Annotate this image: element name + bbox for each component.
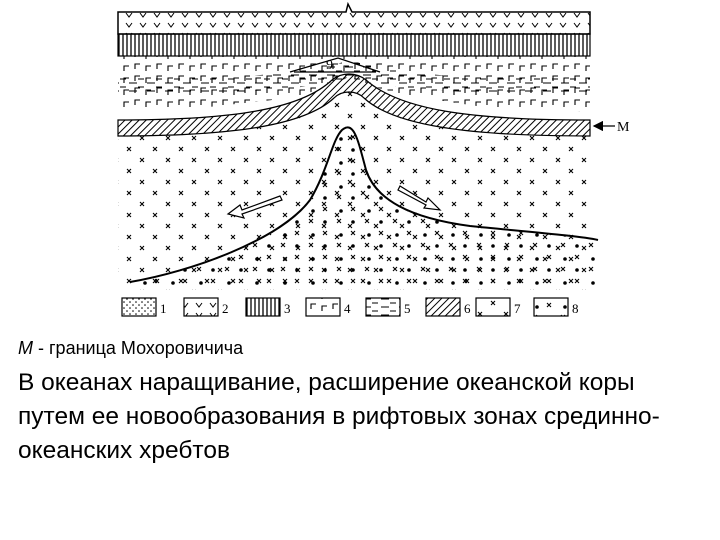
svg-text:5: 5 [404,301,411,316]
legend-item-7: 7 [475,297,521,317]
caption-symbol: M [18,338,33,358]
rift-zone-9: 9 [289,57,381,73]
flow-arrow-right [397,185,442,211]
label-9: 9 [326,58,333,73]
figure-caption: M - граница Мохоровичича [18,338,243,359]
svg-text:2: 2 [222,301,229,316]
flow-arrow-left [226,195,283,219]
layer-3-dykes [117,33,591,57]
svg-text:6: 6 [464,301,471,316]
caption-text: - граница Мохоровичича [33,338,244,358]
legend-item-6: 6 [425,297,471,317]
legend-item-8: 8 [533,297,579,317]
legend-item-3: 3 [245,297,291,317]
svg-text:1: 1 [160,301,167,316]
layer-8-plume [129,126,599,290]
moho-marker: M [592,120,630,135]
svg-text:3: 3 [284,301,291,316]
legend-item-5: 5 [365,297,411,317]
svg-text:7: 7 [514,301,521,316]
moho-label: M [617,120,630,135]
legend-item-4: 4 [305,297,351,317]
legend-item-2: 2 [183,297,229,317]
legend-item-1: 1 [121,297,167,317]
legend: 1 2 3 4 5 6 7 8 [121,297,579,317]
svg-text:4: 4 [344,301,351,316]
rift-cross-section-diagram: 9 M 1 2 3 [117,1,630,317]
layer-2-volcanic [117,1,591,35]
layer-4-gabbro [118,56,590,112]
svg-text:8: 8 [572,301,579,316]
description-text: В океанах наращивание, расширение океанс… [18,369,660,464]
